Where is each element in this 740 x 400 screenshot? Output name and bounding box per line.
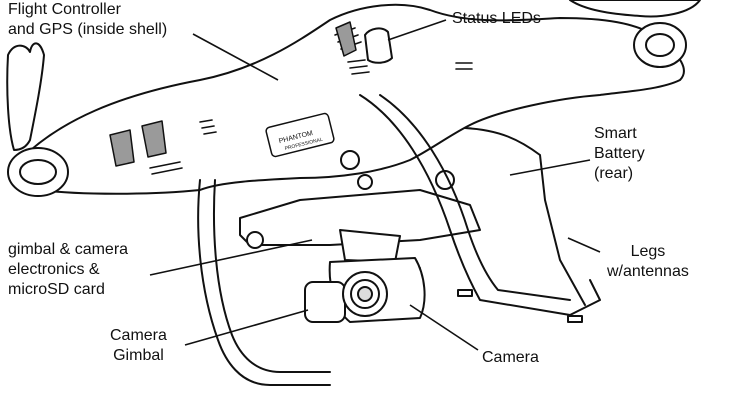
left-leg [197,179,331,386]
leader-camera [409,304,479,351]
left-motor [7,147,69,197]
leader-legs [567,237,601,253]
right-motor [633,22,687,68]
label-legs: Legs w/antennas [607,243,689,280]
label-smart-battery: Smart Battery (rear) [594,125,645,182]
leader-smart-battery [509,159,591,176]
gimbal-plate [239,189,481,246]
label-camera: Camera [482,349,539,366]
label-status-leds: Status LEDs [452,10,541,27]
left-propeller [6,42,45,151]
antenna-strips [109,21,357,167]
right-propeller [569,0,701,18]
label-flight-controller: Flight Controller and GPS (inside shell) [8,1,168,38]
label-gimbal-electronics: gimbal & camera electronics & microSD ca… [8,241,129,298]
leader-status-leds [387,19,447,41]
status-led-housing [364,27,393,64]
leader-flight-controller [192,33,279,81]
right-leg [359,94,601,316]
label-camera-gimbal: Camera Gimbal [110,327,167,364]
leader-gimbal-electronics [149,239,313,276]
nameplate [265,112,335,158]
leader-camera-gimbal [184,309,309,346]
